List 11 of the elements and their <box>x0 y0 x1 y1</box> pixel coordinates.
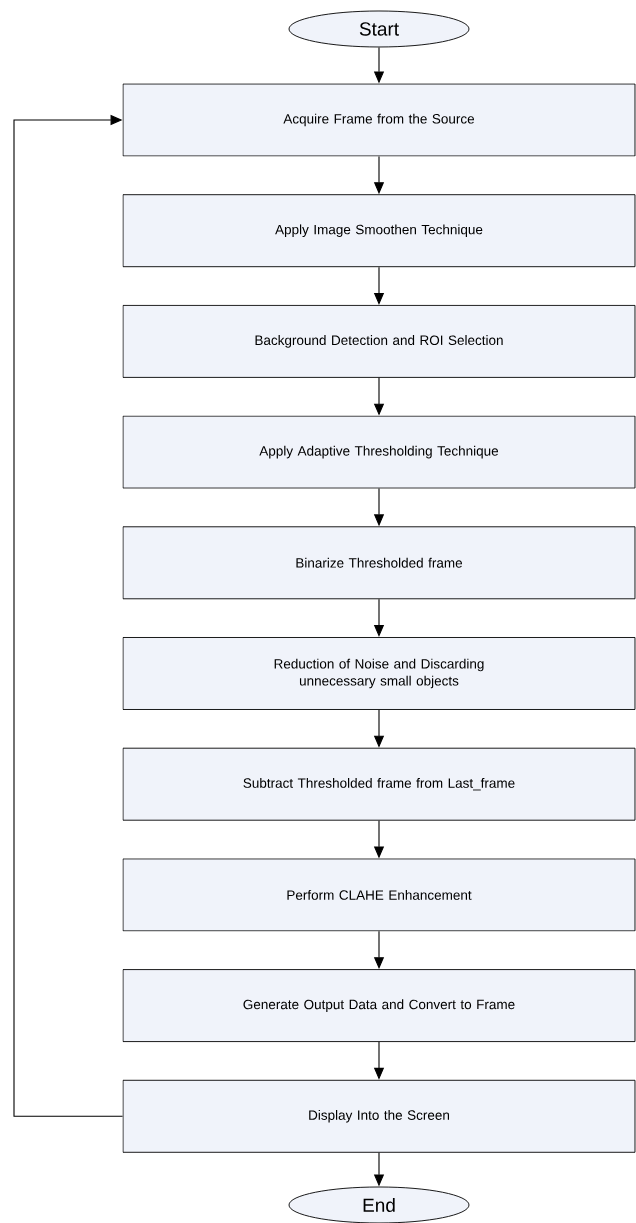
process-box: Subtract Thresholded frame from Last_frame <box>122 747 636 821</box>
process-box: Acquire Frame from the Source <box>122 83 636 157</box>
process-box: Apply Image Smoothen Technique <box>122 194 636 268</box>
process-box: Display Into the Screen <box>122 1079 636 1153</box>
process-box: Apply Adaptive Thresholding Technique <box>122 415 636 489</box>
process-box: Background Detection and ROI Selection <box>122 304 636 378</box>
process-box: Perform CLAHE Enhancement <box>122 858 636 932</box>
arrow <box>13 114 124 1117</box>
process-box: Binarize Thresholded frame <box>122 526 636 600</box>
process-box: Generate Output Data and Convert to Frame <box>122 969 636 1043</box>
process-box: Reduction of Noise and Discarding unnecessary small objects <box>122 637 636 710</box>
